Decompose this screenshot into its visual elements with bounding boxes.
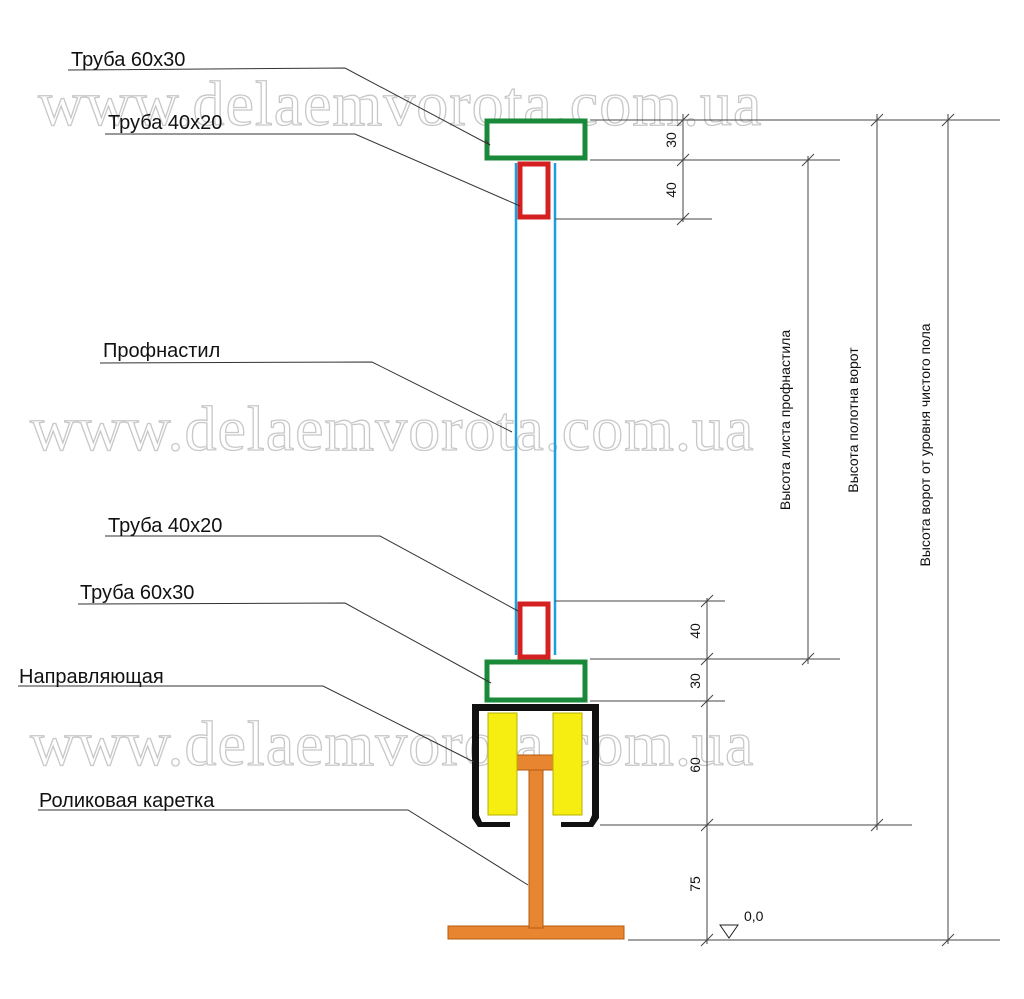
dim-top-40x20: 40 <box>663 182 679 198</box>
label-roller-carriage: Роликовая каретка <box>39 790 215 812</box>
roller-carriage <box>447 712 625 940</box>
profile-sheet <box>514 163 557 655</box>
top-tube-40x20 <box>517 161 551 220</box>
label-bottom-tube-60x30: Труба 60х30 <box>80 582 194 604</box>
roller-left <box>487 712 518 816</box>
label-profile-sheet: Профнастил <box>103 340 220 362</box>
leader-lines <box>18 67 529 886</box>
bottom-tube-40x20 <box>517 601 551 660</box>
floor-level-mark: 0,0 <box>719 908 764 939</box>
floor-level-value: 0,0 <box>744 908 764 924</box>
watermark-bottom: www.delaemvorota.com.ua <box>30 708 754 779</box>
label-sheet-height: Высота листа профнастила <box>777 330 793 510</box>
label-gate-height-from-floor: Высота ворот от уровня чистого пола <box>917 323 933 566</box>
dim-top-60x30: 30 <box>663 132 679 148</box>
bottom-tube-60x30 <box>484 659 588 703</box>
dimension-lines <box>676 113 955 947</box>
label-panel-height: Высота полотна ворот <box>845 347 861 493</box>
label-top-tube-40x20: Труба 40х20 <box>108 112 222 134</box>
extension-lines <box>555 119 1000 941</box>
dim-guide: 60 <box>687 757 703 773</box>
carriage-crossbar <box>515 754 557 771</box>
carriage-post <box>528 767 544 929</box>
label-bottom-tube-40x20: Труба 40х20 <box>108 515 222 537</box>
label-top-tube-60x30: Труба 60х30 <box>71 49 185 71</box>
dim-bottom-60x30: 30 <box>687 673 703 689</box>
floor-level-triangle <box>719 924 739 939</box>
roller-right <box>552 712 583 816</box>
watermark-middle: www.delaemvorota.com.ua <box>30 393 754 464</box>
top-tube-60x30 <box>484 118 588 161</box>
watermark-top: www.delaemvorota.com.ua <box>38 68 762 139</box>
label-guide-rail: Направляющая <box>19 666 164 688</box>
watermark-layer: www.delaemvorota.com.ua www.delaemvorota… <box>29 67 762 779</box>
dim-post: 75 <box>687 876 703 892</box>
dim-bottom-40x20: 40 <box>687 623 703 639</box>
